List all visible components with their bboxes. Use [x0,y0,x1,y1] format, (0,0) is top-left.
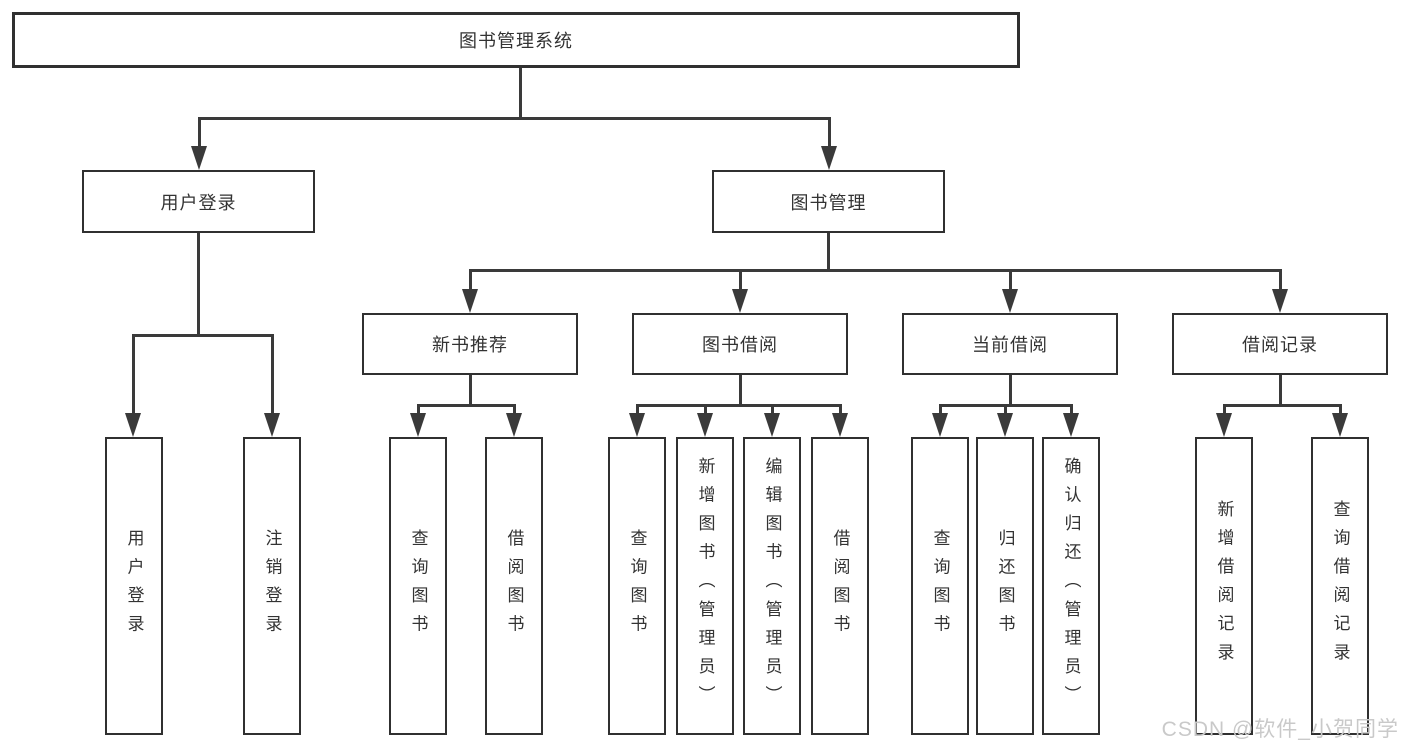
leaf-add-books-admin: 新增图书（管理员） [676,437,734,735]
node-label: 用户登录 [124,528,144,644]
arrowhead-down-icon [997,413,1013,437]
node-book-management: 图书管理 [712,170,945,233]
arrowhead-down-icon [764,413,780,437]
connector-line-vertical [636,404,639,413]
connector-line-vertical [519,68,522,117]
arrowhead-down-icon [732,289,748,313]
leaf-query-books-a: 查询图书 [389,437,447,735]
arrowhead-down-icon [832,413,848,437]
connector-line-vertical [828,117,831,146]
arrowhead-down-icon [697,413,713,437]
node-label: 确认归还（管理员） [1061,457,1081,715]
connector-line-vertical [739,375,742,404]
node-label: 用户登录 [160,192,237,213]
node-new-book-recommend: 新书推荐 [362,313,578,375]
node-label: 借阅记录 [1242,335,1318,355]
connector-line-vertical [1279,375,1282,404]
node-borrow-records: 借阅记录 [1172,313,1388,375]
leaf-add-borrow-record: 新增借阅记录 [1195,437,1253,735]
node-book-borrow: 图书借阅 [632,313,848,375]
connector-line-vertical [132,334,135,413]
connector-line-vertical [1339,404,1342,413]
connector-line-horizontal [636,404,842,407]
leaf-query-books-c: 查询图书 [911,437,969,735]
node-label: 归还图书 [995,528,1015,644]
leaf-return-books: 归还图书 [976,437,1034,735]
connector-line-vertical [1070,404,1073,413]
connector-line-vertical [513,404,516,413]
connector-line-vertical [771,404,774,413]
connector-line-vertical [469,375,472,404]
arrowhead-down-icon [932,413,948,437]
arrowhead-down-icon [506,413,522,437]
connector-line-vertical [1279,269,1282,289]
arrowhead-down-icon [1272,289,1288,313]
arrowhead-down-icon [191,146,207,170]
leaf-logout: 注销登录 [243,437,301,735]
arrowhead-down-icon [1063,413,1079,437]
connector-line-vertical [1223,404,1226,413]
connector-line-vertical [197,233,200,334]
connector-line-vertical [739,269,742,289]
node-label: 查询图书 [408,528,428,644]
connector-line-vertical [827,233,830,269]
arrowhead-down-icon [410,413,426,437]
node-user-login: 用户登录 [82,170,315,233]
node-label: 新增图书（管理员） [695,457,715,715]
connector-line-vertical [839,404,842,413]
node-label: 新书推荐 [432,335,508,355]
node-root-library-system: 图书管理系统 [12,12,1020,68]
connector-line-vertical [1009,269,1012,289]
arrowhead-down-icon [1002,289,1018,313]
connector-line-vertical [198,117,201,146]
arrowhead-down-icon [462,289,478,313]
node-label: 图书管理系统 [459,31,573,51]
node-label: 新增借阅记录 [1214,500,1234,672]
connector-line-horizontal [198,117,831,120]
arrowhead-down-icon [264,413,280,437]
leaf-borrow-books-a: 借阅图书 [485,437,543,735]
arrowhead-down-icon [125,413,141,437]
connector-line-horizontal [417,404,516,407]
arrowhead-down-icon [1216,413,1232,437]
arrowhead-down-icon [821,146,837,170]
connector-line-vertical [1004,404,1007,413]
node-label: 图书管理 [790,192,867,213]
arrowhead-down-icon [1332,413,1348,437]
node-label: 查询借阅记录 [1330,500,1350,672]
node-label: 注销登录 [262,528,282,644]
connector-line-vertical [417,404,420,413]
node-label: 借阅图书 [504,528,524,644]
node-label: 当前借阅 [972,335,1048,355]
node-current-borrow: 当前借阅 [902,313,1118,375]
csdn-watermark: CSDN @软件_小贺同学 [1161,718,1399,741]
connector-line-horizontal [1223,404,1341,407]
connector-line-horizontal [133,334,274,337]
arrowhead-down-icon [629,413,645,437]
node-label: 借阅图书 [830,528,850,644]
leaf-borrow-books-b: 借阅图书 [811,437,869,735]
connector-line-vertical [271,334,274,413]
leaf-user-login: 用户登录 [105,437,163,735]
leaf-query-books-b: 查询图书 [608,437,666,735]
connector-line-vertical [704,404,707,413]
leaf-query-borrow-record: 查询借阅记录 [1311,437,1369,735]
connector-line-vertical [1009,375,1012,404]
leaf-confirm-return-admin: 确认归还（管理员） [1042,437,1100,735]
connector-line-vertical [469,269,472,289]
connector-line-horizontal [470,269,1281,272]
connector-line-vertical [939,404,942,413]
node-label: 编辑图书（管理员） [762,457,782,715]
node-label: 查询图书 [627,528,647,644]
leaf-edit-books-admin: 编辑图书（管理员） [743,437,801,735]
node-label: 查询图书 [930,528,950,644]
node-label: 图书借阅 [702,335,778,355]
